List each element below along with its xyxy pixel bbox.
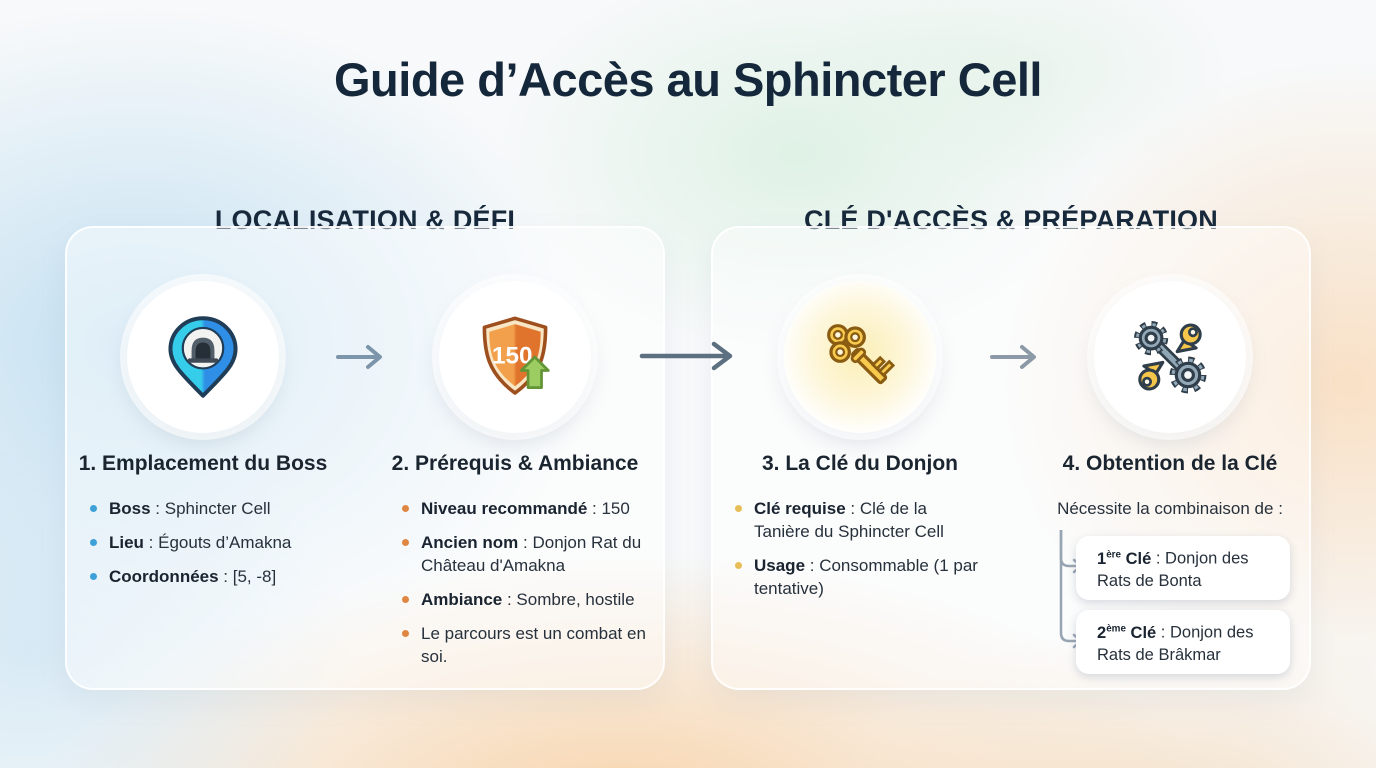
bullet-item: Lieu : Égouts d’Amakna <box>88 531 343 554</box>
arrow-right-icon <box>988 341 1044 373</box>
page-title: Guide d’Accès au Sphincter Cell <box>334 53 1042 106</box>
bullet-item: Le parcours est un combat en soi. <box>400 622 656 668</box>
gears-keys-icon <box>1125 312 1215 402</box>
bullet-item: Coordonnées : [5, -8] <box>88 565 343 588</box>
bullet-item: Clé requise : Clé de la Tanière du Sphin… <box>733 497 983 543</box>
section-header-cle-acces: CLÉ D'ACCÈS & PRÉPARATION <box>804 205 1218 235</box>
key-card-bonta: 1ère Clé : Donjon des Rats de Bonta <box>1076 536 1290 600</box>
bullet-item: Usage : Consommable (1 par tentative) <box>733 554 983 600</box>
step3-icon-circle <box>784 281 936 433</box>
step4-title: 4. Obtention de la Clé <box>1062 452 1278 475</box>
step2-title: 2. Prérequis & Ambiance <box>391 452 639 475</box>
bullet-item: Boss : Sphincter Cell <box>88 497 343 520</box>
location-pin-icon <box>159 313 247 401</box>
step1-title: 1. Emplacement du Boss <box>78 452 328 475</box>
key-card-brakmar: 2ème Clé : Donjon des Rats de Brâkmar <box>1076 610 1290 674</box>
bullet-item: Ambiance : Sombre, hostile <box>400 588 656 611</box>
bullet-item: Ancien nom : Donjon Rat du Château d'Ama… <box>400 531 656 577</box>
level-up-arrow-icon <box>519 355 550 389</box>
arrow-right-icon <box>334 341 390 373</box>
step1-icon-circle <box>127 281 279 433</box>
golden-key-icon <box>814 311 906 403</box>
step4-icon-circle <box>1094 281 1246 433</box>
step4-intro-text: Nécessite la combinaison de : <box>1057 499 1283 518</box>
bullet-item: Niveau recommandé : 150 <box>400 497 656 520</box>
section-header-localisation: LOCALISATION & DÉFI <box>214 205 516 235</box>
arrow-right-icon <box>638 338 742 374</box>
step3-bullet-list: Clé requise : Clé de la Tanière du Sphin… <box>733 497 983 611</box>
shield-level-icon: 150 <box>470 312 560 402</box>
step3-title: 3. La Clé du Donjon <box>761 452 958 475</box>
step2-icon-circle: 150 <box>439 281 591 433</box>
